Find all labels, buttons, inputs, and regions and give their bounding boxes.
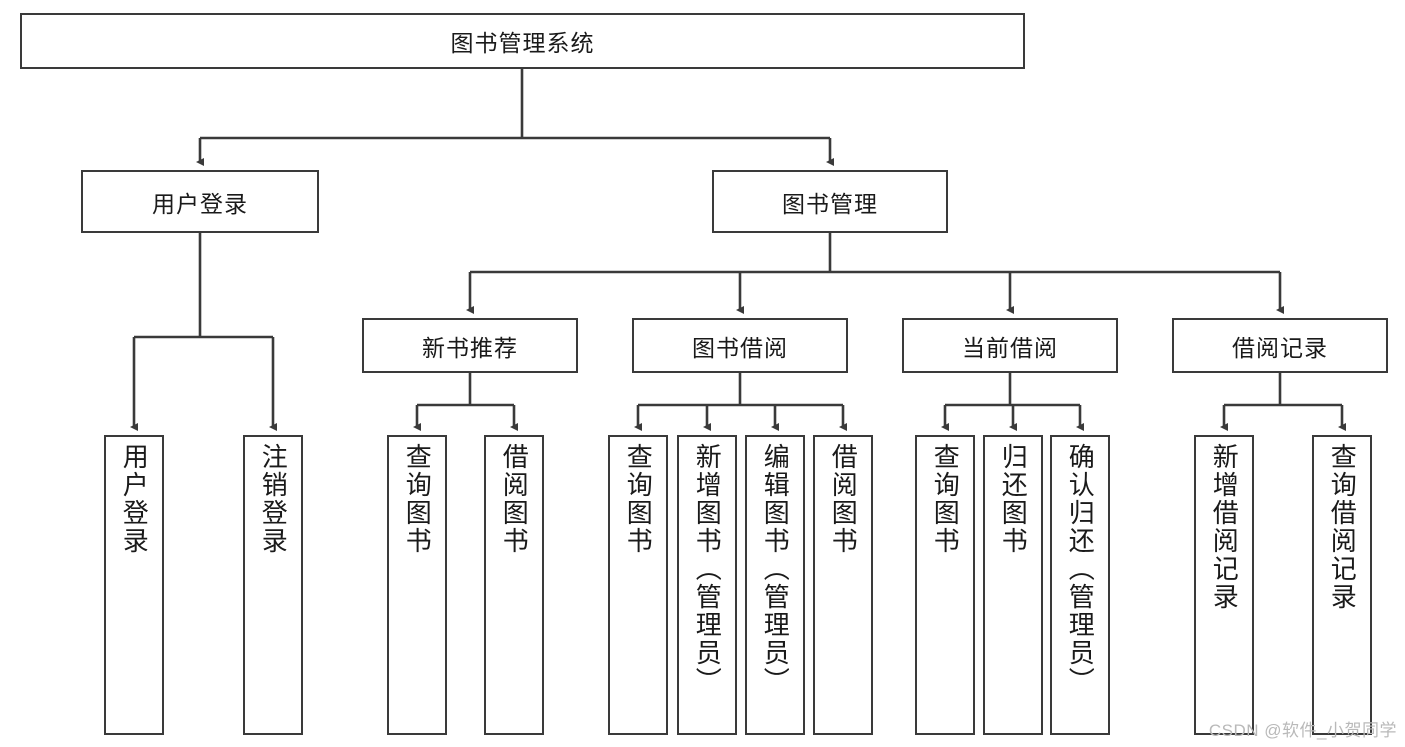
node-leaf-2-label: 查询图书 (402, 443, 433, 555)
node-level3-2[interactable]: 当前借阅 (902, 318, 1118, 373)
node-leaf-0-label: 用户登录 (119, 443, 150, 555)
node-leaf-6-label: 编辑图书（管理员） (760, 443, 791, 695)
node-leaf-9-label: 归还图书 (998, 443, 1029, 555)
node-leaf-6[interactable]: 编辑图书（管理员） (745, 435, 805, 735)
node-level2-0-label: 用户登录 (152, 190, 248, 217)
node-level3-0[interactable]: 新书推荐 (362, 318, 578, 373)
node-leaf-0[interactable]: 用户登录 (104, 435, 164, 735)
node-leaf-10[interactable]: 确认归还（管理员） (1050, 435, 1110, 735)
node-level2-1[interactable]: 图书管理 (712, 170, 948, 233)
node-level2-0[interactable]: 用户登录 (81, 170, 319, 233)
node-leaf-10-label: 确认归还（管理员） (1065, 443, 1096, 695)
node-leaf-8[interactable]: 查询图书 (915, 435, 975, 735)
watermark-text: CSDN @软件_小贺同学 (1208, 721, 1397, 740)
node-leaf-12[interactable]: 查询借阅记录 (1312, 435, 1372, 735)
node-level3-3[interactable]: 借阅记录 (1172, 318, 1388, 373)
node-leaf-3[interactable]: 借阅图书 (484, 435, 544, 735)
node-leaf-8-label: 查询图书 (930, 443, 961, 555)
node-leaf-5-label: 新增图书（管理员） (692, 443, 723, 695)
node-leaf-4-label: 查询图书 (623, 443, 654, 555)
node-level3-0-label: 新书推荐 (422, 334, 518, 361)
node-level3-1-label: 图书借阅 (692, 334, 788, 361)
node-root-label: 图书管理系统 (450, 30, 595, 56)
node-leaf-11[interactable]: 新增借阅记录 (1194, 435, 1254, 735)
node-leaf-7-label: 借阅图书 (828, 443, 859, 555)
node-leaf-9[interactable]: 归还图书 (983, 435, 1043, 735)
node-leaf-3-label: 借阅图书 (499, 443, 530, 555)
node-level2-1-label: 图书管理 (782, 190, 878, 217)
node-level3-3-label: 借阅记录 (1232, 334, 1328, 361)
node-leaf-1[interactable]: 注销登录 (243, 435, 303, 735)
node-level3-2-label: 当前借阅 (962, 334, 1058, 361)
node-leaf-12-label: 查询借阅记录 (1327, 443, 1358, 611)
node-root[interactable]: 图书管理系统 (20, 13, 1025, 69)
node-leaf-4[interactable]: 查询图书 (608, 435, 668, 735)
node-leaf-5[interactable]: 新增图书（管理员） (677, 435, 737, 735)
node-leaf-1-label: 注销登录 (258, 443, 289, 555)
node-leaf-2[interactable]: 查询图书 (387, 435, 447, 735)
node-leaf-11-label: 新增借阅记录 (1209, 443, 1240, 611)
node-level3-1[interactable]: 图书借阅 (632, 318, 848, 373)
node-leaf-7[interactable]: 借阅图书 (813, 435, 873, 735)
